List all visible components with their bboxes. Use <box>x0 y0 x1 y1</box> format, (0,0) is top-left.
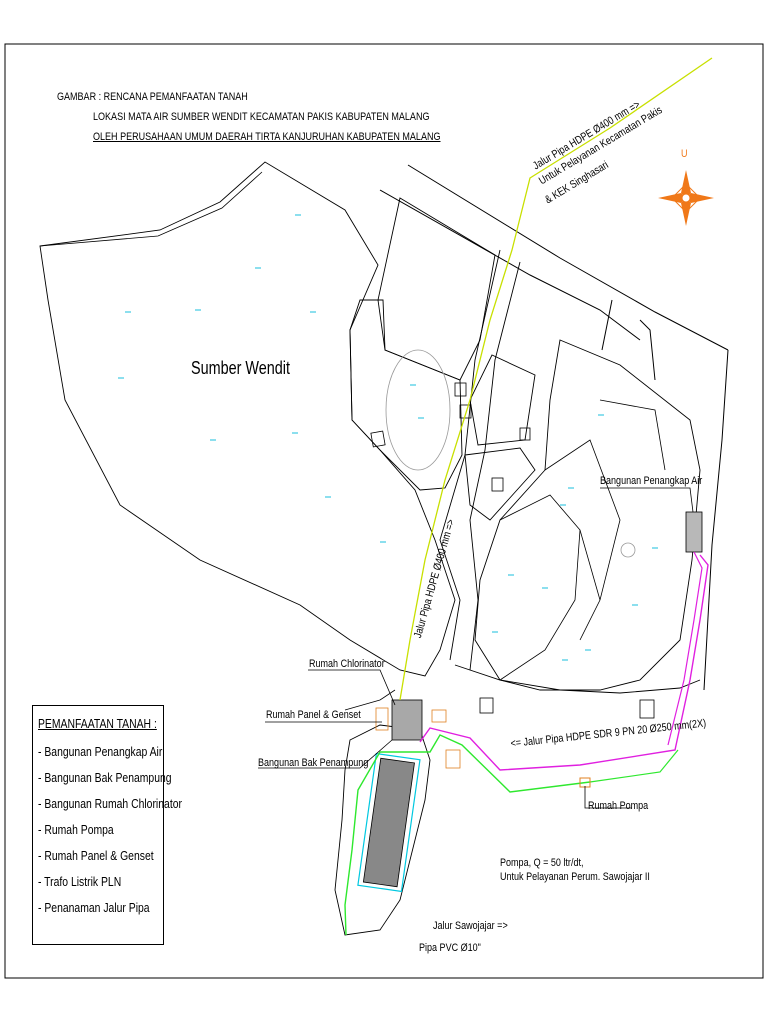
parcel-c <box>469 354 536 446</box>
chlorinator-cluster <box>391 699 423 741</box>
area-name: Sumber Wendit <box>191 358 290 378</box>
pipe-magenta <box>419 554 709 771</box>
parcel-inner-edge <box>39 171 263 247</box>
road-right-edge-3 <box>601 299 613 351</box>
main-road-edge-2 <box>379 189 641 341</box>
pipe-green <box>344 734 591 936</box>
legend-item: - Penanaman Jalur Pipa <box>38 900 150 915</box>
legend-heading: PEMANFAATAN TANAH : <box>38 716 157 731</box>
reservoir-pond <box>362 757 415 888</box>
sheet-border <box>4 43 764 979</box>
label-penangkap: Bangunan Penangkap Air <box>600 475 703 487</box>
oval-track <box>385 349 451 471</box>
drawing-title: GAMBAR : RENCANA PEMANFAATAN TANAH <box>57 91 248 103</box>
leader-chlorinator <box>308 669 396 706</box>
road-right-edge <box>703 349 729 691</box>
central-road-2 <box>469 261 521 671</box>
small-hut <box>431 709 447 723</box>
panel-house <box>375 707 389 731</box>
small-building-2 <box>639 699 655 719</box>
legend-item: - Bangunan Rumah Chlorinator <box>38 796 182 811</box>
parcel-b <box>349 299 463 491</box>
park-inner-2 <box>544 439 621 641</box>
label-chlorinator: Rumah Chlorinator <box>309 658 385 670</box>
pipe-magenta-2 <box>667 551 703 746</box>
label-pompa-capacity: Pompa, Q = 50 ltr/dt, <box>500 857 584 869</box>
parcel-a <box>377 197 496 381</box>
leader-bak <box>258 739 393 769</box>
park-inner-3 <box>579 529 601 601</box>
parcel-d <box>464 447 536 521</box>
legend-item: - Rumah Pompa <box>38 822 114 837</box>
small-building-3 <box>370 430 386 448</box>
legend-item: - Rumah Panel & Genset <box>38 848 154 863</box>
park-inner-1 <box>499 494 581 681</box>
main-road-edge-1 <box>407 164 729 351</box>
label-pompa-service: Untuk Pelayanan Perum. Sawojajar II <box>500 871 650 883</box>
road-right-edge-2 <box>639 319 656 381</box>
lower-frontage <box>454 664 701 694</box>
label-pompa: Rumah Pompa <box>588 800 649 812</box>
label-sawojajar: Jalur Sawojajar => <box>433 920 508 932</box>
pipe-green-2 <box>589 749 679 783</box>
penangkap-building <box>685 511 703 553</box>
reservoir-outline <box>357 752 421 893</box>
north-compass-icon <box>658 170 714 226</box>
lower-parcel-edge <box>344 689 396 711</box>
drawing-owner: OLEH PERUSAHAAN UMUM DAERAH TIRTA KANJUR… <box>93 131 441 143</box>
park-circle <box>620 542 636 558</box>
sumber-wendit-parcel <box>39 161 456 677</box>
trafo-box <box>445 749 461 769</box>
small-building-7 <box>519 427 531 441</box>
leader-pompa <box>584 786 632 809</box>
park-path <box>599 399 666 471</box>
drawing-location: LOKASI MATA AIR SUMBER WENDIT KECAMATAN … <box>93 111 430 123</box>
small-building-4 <box>454 382 467 397</box>
label-panel: Rumah Panel & Genset <box>266 709 361 721</box>
label-pvc: Pipa PVC Ø10" <box>419 942 481 954</box>
land-use-legend: PEMANFAATAN TANAH : - Bangunan Penangkap… <box>32 705 182 945</box>
legend-item: - Bangunan Bak Penampung <box>38 770 172 785</box>
small-building-1 <box>479 697 494 714</box>
small-building-5 <box>459 404 472 419</box>
pipe-yellow <box>399 57 713 701</box>
park-area <box>474 339 701 691</box>
central-road <box>439 249 501 661</box>
north-letter: U <box>681 148 688 160</box>
tree-symbols <box>118 214 658 661</box>
legend-item: - Trafo Listrik PLN <box>38 874 122 889</box>
small-building-6 <box>491 477 504 492</box>
legend-item: - Bangunan Penangkap Air <box>38 744 163 759</box>
leader-penangkap <box>600 487 694 513</box>
label-bak: Bangunan Bak Penampung <box>258 757 369 769</box>
